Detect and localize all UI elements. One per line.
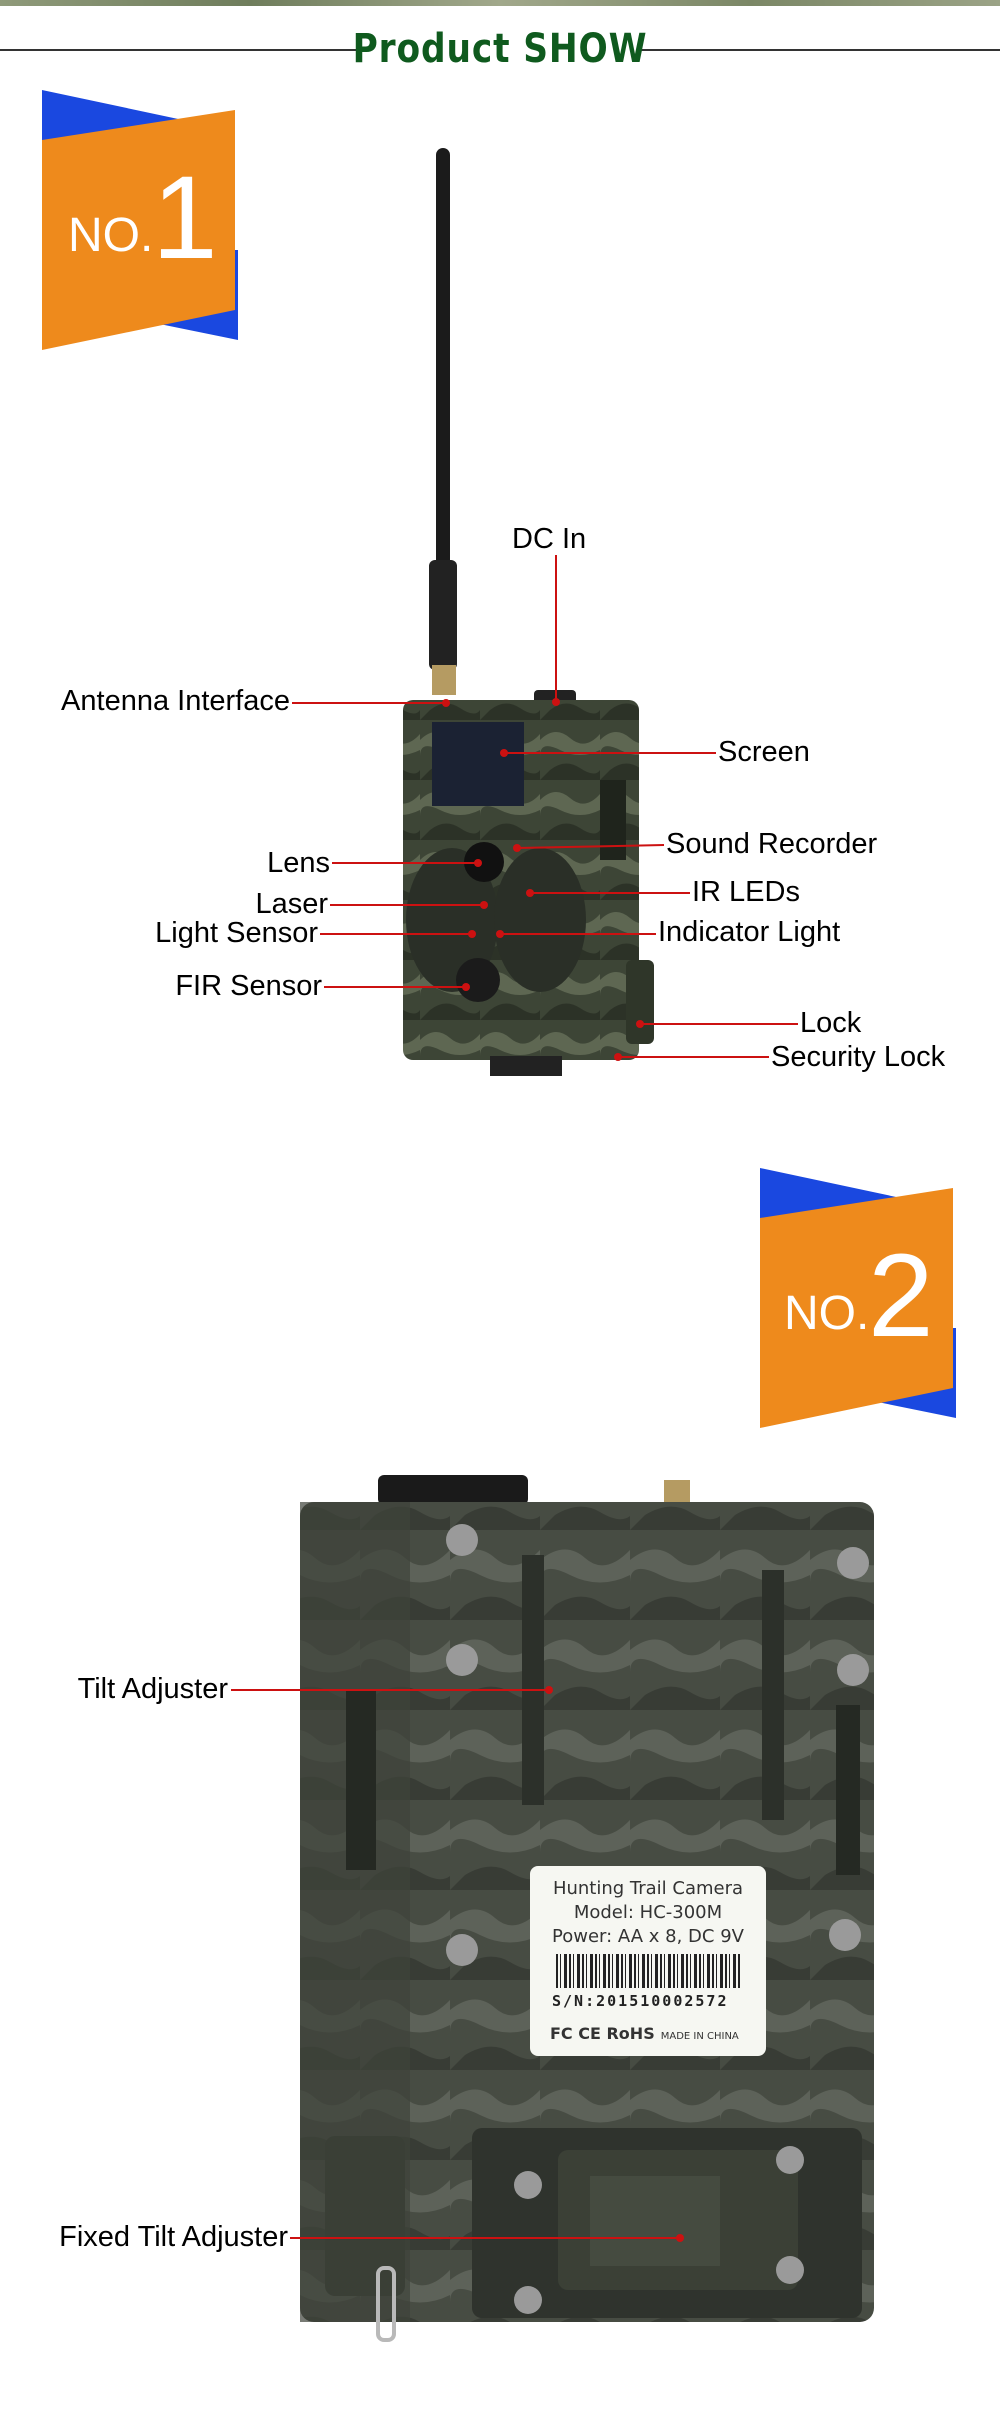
badge-no-2: NO. 2	[758, 1168, 958, 1428]
label-indicator-light: Indicator Light	[658, 916, 841, 948]
tilt-slot-left	[522, 1555, 544, 1805]
side-slot	[600, 780, 626, 860]
badge-2-number: 2	[868, 1230, 934, 1362]
screw	[514, 2171, 542, 2199]
antenna-base	[429, 560, 457, 670]
label-lens: Lens	[267, 847, 330, 879]
ir-panel-right	[494, 848, 586, 992]
label-tilt-adjuster: Tilt Adjuster	[77, 1673, 228, 1705]
security-loop	[376, 2266, 396, 2342]
cert-marks: FC CE RoHS	[550, 2024, 655, 2043]
screw	[829, 1919, 861, 1951]
label-laser: Laser	[255, 888, 328, 920]
label-ir-leds: IR LEDs	[692, 876, 800, 908]
label-screen: Screen	[718, 736, 810, 768]
vent-left	[346, 1690, 376, 1870]
badge-1-prefix: NO.	[68, 209, 154, 262]
tilt-slot-right	[762, 1570, 784, 1820]
label-lock: Lock	[800, 1007, 862, 1039]
barcode	[556, 1954, 742, 1988]
vent-right	[836, 1705, 860, 1875]
badge-2-prefix: NO.	[784, 1287, 870, 1340]
badge-2-shape	[760, 1168, 956, 1428]
screw	[776, 2256, 804, 2284]
fixed-tilt-ridges	[590, 2176, 720, 2266]
back-latch	[325, 2136, 405, 2296]
sticker-power: Power: AA x 8, DC 9V	[552, 1926, 744, 1947]
screw	[446, 1524, 478, 1556]
back-top-knob	[378, 1475, 528, 1505]
screw	[837, 1547, 869, 1579]
label-light-sensor: Light Sensor	[155, 917, 318, 949]
badge-1-shape	[42, 90, 238, 350]
page-title: Product SHOW	[352, 26, 648, 72]
sticker-serial: S/N:201510002572	[552, 1992, 729, 2010]
camera-screen	[432, 722, 524, 806]
sticker-title: Hunting Trail Camera	[552, 1878, 744, 1899]
label-security-lock: Security Lock	[771, 1041, 946, 1073]
sticker-certifications: FC CE RoHS MADE IN CHINA	[550, 2024, 739, 2043]
top-image-strip	[0, 0, 1000, 6]
antenna-connector	[432, 665, 456, 695]
label-dc-in: DC In	[512, 523, 587, 555]
label-fixed-tilt-adjuster: Fixed Tilt Adjuster	[59, 2221, 288, 2253]
callout-dots	[442, 698, 684, 2242]
screw	[446, 1644, 478, 1676]
screw	[837, 1654, 869, 1686]
ir-panel-left	[406, 848, 498, 992]
tripod-mount	[490, 1056, 562, 1076]
fir-sensor-window	[456, 958, 500, 1002]
header-rule-left	[0, 49, 360, 51]
screw	[446, 1934, 478, 1966]
callout-lines	[231, 555, 798, 2239]
lock-latch	[626, 960, 654, 1044]
product-sticker: Hunting Trail Camera Model: HC-300M Powe…	[530, 1866, 766, 2056]
badge-no-1: NO. 1	[40, 90, 240, 350]
made-in-text: MADE IN CHINA	[660, 2031, 739, 2042]
label-sound-recorder: Sound Recorder	[666, 828, 878, 860]
sticker-model: Model: HC-300M	[573, 1902, 723, 1923]
header-rule-right	[640, 49, 1000, 51]
screw	[776, 2146, 804, 2174]
badge-1-number: 1	[152, 152, 218, 284]
label-antenna-interface: Antenna Interface	[61, 685, 290, 717]
label-fir-sensor: FIR Sensor	[175, 970, 322, 1002]
antenna-whip	[436, 148, 450, 688]
section-header: Product SHOW	[0, 22, 1000, 78]
front-camera	[403, 148, 654, 1076]
camera-lens	[464, 842, 504, 882]
screw	[514, 2286, 542, 2314]
